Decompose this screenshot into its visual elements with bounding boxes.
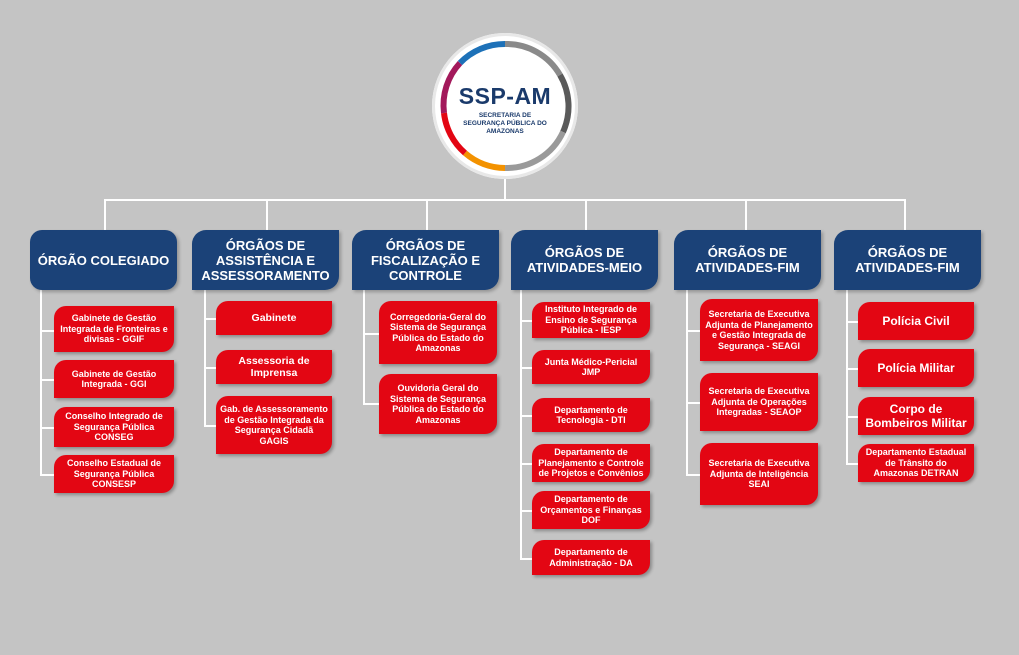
bracket-col-6 xyxy=(846,290,848,463)
item-ouvidoria: Ouvidoria Geral do Sistema de Segurança … xyxy=(379,374,497,434)
item-corregedoria: Corregedoria-Geral do Sistema de Seguran… xyxy=(379,301,497,364)
item-dti: Departamento de Tecnologia - DTI xyxy=(532,398,650,432)
item-gagis: Gab. de Assessoramento de Gestão Integra… xyxy=(216,396,332,454)
header-assistencia-assessoramento: ÓRGÃOS DE ASSISTÊNCIA E ASSESSORAMENTO xyxy=(192,230,339,290)
bracket-tick xyxy=(40,330,54,332)
bracket-col-3 xyxy=(363,290,365,403)
item-da: Departamento de Administração - DA xyxy=(532,540,650,575)
connector-col-6 xyxy=(904,199,906,231)
item-ggi: Gabinete de Gestão Integrada - GGI xyxy=(54,360,174,398)
connector-col-4 xyxy=(585,199,587,231)
bracket-tick xyxy=(520,510,532,512)
bracket-tick xyxy=(520,415,532,417)
connector-horizontal xyxy=(104,199,906,201)
logo-subtitle: SECRETARIA DE SEGURANÇA PÚBLICA DO AMAZO… xyxy=(463,112,547,135)
bracket-tick xyxy=(846,321,858,323)
bracket-tick xyxy=(686,474,700,476)
connector-col-3 xyxy=(426,199,428,231)
item-dof: Departamento de Orçamentos e Finanças DO… xyxy=(532,491,650,529)
item-seagi: Secretaria de Executiva Adjunta de Plane… xyxy=(700,299,818,361)
bracket-col-1 xyxy=(40,290,42,474)
bracket-tick xyxy=(204,425,216,427)
item-consesp: Conselho Estadual de Segurança Pública C… xyxy=(54,455,174,493)
item-bombeiros: Corpo de Bombeiros Militar xyxy=(858,397,974,435)
header-orgao-colegiado: ÓRGÃO COLEGIADO xyxy=(30,230,177,290)
bracket-tick xyxy=(204,367,216,369)
item-policia-militar: Polícia Militar xyxy=(858,349,974,387)
ssp-am-logo: SSP-AM SECRETARIA DE SEGURANÇA PÚBLICA D… xyxy=(432,33,578,179)
item-gabinete: Gabinete xyxy=(216,301,332,335)
bracket-tick xyxy=(363,403,379,405)
connector-logo-down xyxy=(504,178,506,200)
bracket-tick xyxy=(846,463,858,465)
item-iesp: Instituto Integrado de Ensino de Seguran… xyxy=(532,302,650,338)
item-planejamento-controle: Departamento de Planejamento e Controle … xyxy=(532,444,650,482)
bracket-tick xyxy=(520,463,532,465)
bracket-tick xyxy=(40,379,54,381)
bracket-tick xyxy=(204,318,216,320)
item-jmp: Junta Médico-Pericial JMP xyxy=(532,350,650,384)
bracket-tick xyxy=(520,367,532,369)
logo-title: SSP-AM xyxy=(458,83,552,109)
connector-col-5 xyxy=(745,199,747,231)
item-assessoria-imprensa: Assessoria de Imprensa xyxy=(216,350,332,384)
header-atividades-fim-1: ÓRGÃOS DE ATIVIDADES-FIM xyxy=(674,230,821,290)
bracket-tick xyxy=(846,368,858,370)
bracket-tick xyxy=(40,427,54,429)
item-ggif: Gabinete de Gestão Integrada de Fronteir… xyxy=(54,306,174,352)
item-conseg: Conselho Integrado de Segurança Pública … xyxy=(54,407,174,447)
item-seaop: Secretaria de Executiva Adjunta de Opera… xyxy=(700,373,818,431)
bracket-tick xyxy=(363,333,379,335)
bracket-tick xyxy=(846,416,858,418)
bracket-tick xyxy=(686,330,700,332)
bracket-tick xyxy=(40,474,54,476)
bracket-tick xyxy=(520,558,532,560)
logo-ring-icon xyxy=(440,40,572,172)
item-seai: Secretaria de Executiva Adjunta de Intel… xyxy=(700,443,818,505)
bracket-tick xyxy=(520,320,532,322)
header-atividades-meio: ÓRGÃOS DE ATIVIDADES-MEIO xyxy=(511,230,658,290)
connector-col-2 xyxy=(266,199,268,231)
bracket-col-5 xyxy=(686,290,688,474)
connector-col-1 xyxy=(104,199,106,231)
bracket-col-4 xyxy=(520,290,522,558)
header-atividades-fim-2: ÓRGÃOS DE ATIVIDADES-FIM xyxy=(834,230,981,290)
header-fiscalizacao-controle: ÓRGÃOS DE FISCALIZAÇÃO E CONTROLE xyxy=(352,230,499,290)
item-policia-civil: Polícia Civil xyxy=(858,302,974,340)
item-detran: Departamento Estadual de Trânsito do Ama… xyxy=(858,444,974,482)
bracket-col-2 xyxy=(204,290,206,425)
bracket-tick xyxy=(686,402,700,404)
